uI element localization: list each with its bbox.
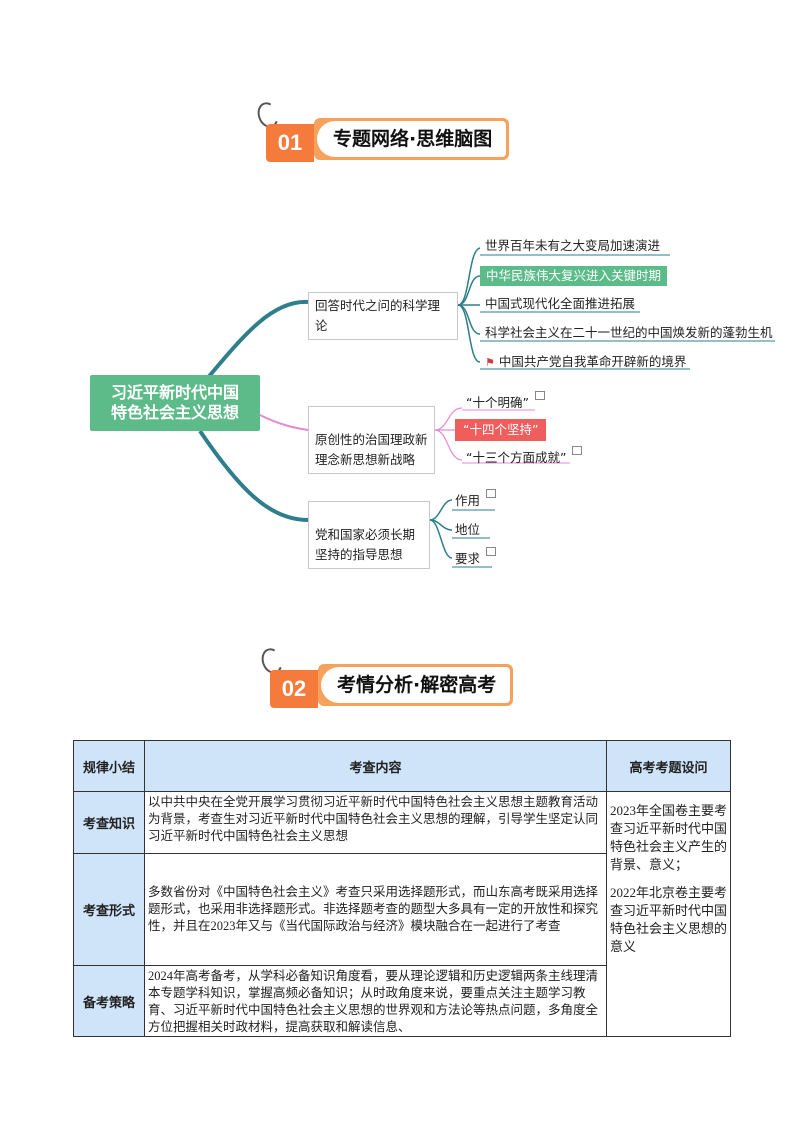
section-number: 01 — [266, 124, 314, 162]
note-icon — [486, 489, 497, 498]
row-content: 以中共中央在全党开展学习贯彻习近平新时代中国特色社会主义思想主题教育活动为背景，… — [144, 791, 607, 854]
leaf-item: 作用 — [455, 489, 497, 510]
leaf-item-flagged: ⚑中国共产党自我革命开辟新的境界 — [485, 353, 686, 372]
root-label: 习近平新时代中国 特色社会主义思想 — [110, 383, 239, 422]
mind-map: 习近平新时代中国 特色社会主义思想 回答时代之问的科学理论 世界百年未有之大变局… — [0, 220, 800, 580]
branch-label: 回答时代之问的科学理论 — [315, 298, 441, 333]
branch-scientific-theory: 回答时代之问的科学理论 — [308, 292, 458, 340]
section-header-1: 01 专题网络·思维脑图 — [254, 99, 531, 164]
section-header-2: 02 考情分析·解密高考 — [258, 645, 535, 710]
branch-label: 党和国家必须长期 坚持的指导思想 — [315, 527, 416, 562]
leaf-label: 中国共产党自我革命开辟新的境界 — [498, 354, 687, 369]
leaf-item: 要求 — [455, 547, 497, 568]
leaf-item-highlight: “十四个坚持” — [455, 419, 547, 441]
row-content: 多数省份对《中国特色社会主义》考查只采用选择题形式，而山东高考既采用选择题形式，… — [144, 853, 607, 966]
table-row: 考查形式 多数省份对《中国特色社会主义》考查只采用选择题形式，而山东高考既采用选… — [73, 853, 731, 966]
row-label: 考查形式 — [73, 853, 145, 966]
leaf-item: “十三个方面成就” — [466, 446, 583, 467]
note-icon — [534, 391, 545, 400]
row-label: 备考策略 — [73, 965, 145, 1037]
leaf-item: 地位 — [455, 522, 481, 537]
branch-guiding-thought: 党和国家必须长期 坚持的指导思想 — [308, 501, 430, 569]
leaf-label: 要求 — [455, 551, 481, 566]
column-header: 高考考题设问 — [606, 740, 731, 792]
leaf-label: 作用 — [455, 493, 481, 508]
column-header: 考查内容 — [144, 740, 607, 792]
branch-label: 原创性的治国理政新 理念新思想新战略 — [315, 432, 428, 467]
leaf-item: 中国式现代化全面推进拓展 — [485, 296, 636, 311]
column-header: 规律小结 — [73, 740, 145, 792]
section-title: 考情分析·解密高考 — [321, 667, 511, 703]
exam-analysis-table: 规律小结 考查内容 高考考题设问 考查知识 以中共中央在全党开展学习贯彻习近平新… — [73, 740, 731, 1037]
note-icon — [572, 446, 583, 455]
row-content-text: 2024年高考备考，从学科必备知识角度看，要从理论逻辑和历史逻辑两条主线理清本专… — [148, 969, 599, 1034]
table-header-row: 规律小结 考查内容 高考考题设问 — [73, 740, 731, 792]
leaf-item: 世界百年未有之大变局加速演进 — [485, 238, 661, 253]
leaf-item: 科学社会主义在二十一世纪的中国焕发新的蓬勃生机 — [485, 325, 773, 340]
section-number: 02 — [270, 670, 318, 708]
note-icon — [486, 547, 497, 556]
flag-icon: ⚑ — [485, 356, 495, 369]
exam-question-paragraph: 2023年全国卷主要考查习近平新时代中国特色社会主义产生的背景、意义； — [610, 803, 728, 872]
leaf-item-highlight: 中华民族伟大复兴进入关键时期 — [480, 266, 668, 286]
section-title-box: 考情分析·解密高考 — [318, 664, 514, 706]
mind-map-connectors — [198, 247, 775, 568]
table-row: 考查知识 以中共中央在全党开展学习贯彻习近平新时代中国特色社会主义思想主题教育活… — [73, 791, 731, 1037]
row-content: 2024年高考备考，从学科必备知识角度看，要从理论逻辑和历史逻辑两条主线理清本专… — [144, 965, 607, 1037]
leaf-label: “十个明确” — [466, 395, 529, 410]
leaf-item: “十个明确” — [466, 391, 545, 412]
exam-question-paragraph: 2022年北京卷主要考查习近平新时代中国特色社会主义思想的意义 — [610, 885, 728, 954]
table-row: 备考策略 2024年高考备考，从学科必备知识角度看，要从理论逻辑和历史逻辑两条主… — [73, 965, 731, 1037]
section-title: 专题网络·思维脑图 — [317, 121, 507, 157]
branch-original-ideas: 原创性的治国理政新 理念新思想新战略 — [308, 406, 435, 474]
leaf-label: “十三个方面成就” — [466, 450, 567, 465]
mind-map-root: 习近平新时代中国 特色社会主义思想 — [90, 375, 260, 431]
row-label: 考查知识 — [73, 791, 145, 854]
section-title-box: 专题网络·思维脑图 — [314, 118, 510, 160]
exam-questions-cell: 2023年全国卷主要考查习近平新时代中国特色社会主义产生的背景、意义； 2022… — [606, 791, 731, 1037]
